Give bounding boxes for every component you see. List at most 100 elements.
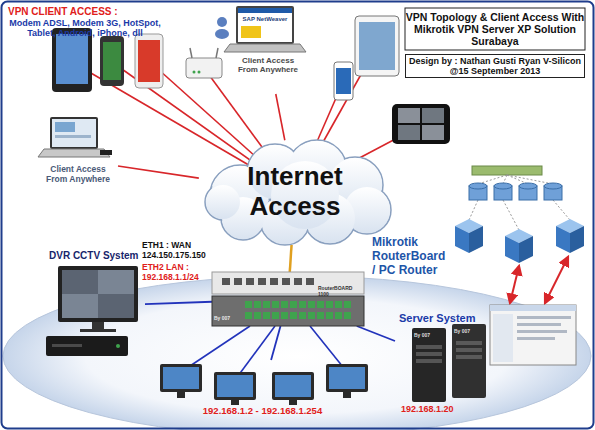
dvr-monitor (98, 270, 134, 294)
network-switch (263, 301, 270, 308)
server-screenshot (490, 305, 576, 311)
cluster-manager (469, 183, 487, 189)
dvr-monitor (80, 329, 116, 332)
node-heading: Mikrotik RouterBoard / PC Router (372, 236, 448, 277)
tablet-device (56, 34, 88, 84)
connector-group (118, 94, 395, 360)
dvr-monitor (98, 294, 134, 318)
client-laptop (55, 122, 75, 132)
iphone-device (336, 68, 351, 94)
server-tower (456, 341, 482, 345)
client-access-node: Client Access From Anywhere (38, 115, 118, 205)
iphone-device (334, 62, 353, 100)
server-tower (412, 324, 486, 402)
lan-cable (271, 326, 280, 360)
client-laptop (55, 135, 91, 138)
server-tower (416, 352, 442, 356)
cluster-manager (519, 183, 537, 189)
dvr-recorder (116, 344, 120, 348)
hotspot-router (193, 71, 196, 74)
client-pc (275, 375, 311, 397)
network-switch (308, 312, 315, 319)
cctv-phone (422, 108, 444, 123)
cluster-manager (556, 226, 570, 253)
cloud-fill (206, 141, 390, 244)
sap-laptop (241, 26, 261, 38)
section-heading: VPN CLIENT ACCESS : (8, 6, 158, 18)
dvr-recorder (52, 344, 82, 347)
client-pc (326, 364, 368, 392)
ip-address: 124.150.175.150 (142, 251, 220, 261)
device-tag: By 007 (414, 333, 444, 339)
client-pc (214, 372, 256, 400)
cluster-manager (469, 175, 570, 230)
client-pc (343, 392, 351, 398)
server-system: Server System192.168.1.20 (395, 308, 507, 418)
router-board (234, 278, 242, 285)
client-types-note: Modem ADSL, Modem 3G, HotSpot, Tablet, A… (4, 18, 166, 39)
interface-label: ETH2 LAN : (142, 263, 220, 273)
dvr-monitor (62, 294, 98, 318)
client-pc (289, 400, 297, 405)
cluster-manager (472, 166, 542, 175)
lan-cable (357, 326, 395, 341)
device-tag: By 007 (214, 316, 244, 322)
node-heading: Server System (399, 312, 489, 325)
ipad-device (355, 16, 399, 76)
cluster-manager (544, 183, 562, 189)
router-board (282, 278, 290, 285)
cluster-manager (519, 236, 533, 263)
server-tower (452, 324, 486, 398)
user-icon (217, 17, 227, 27)
cluster-manager (455, 226, 469, 253)
dvr-recorder (46, 336, 128, 356)
cctv-phone (422, 125, 444, 140)
server-tower (456, 348, 482, 352)
cctv-phone (398, 108, 420, 123)
sap-laptop (238, 8, 292, 13)
sap-laptop (224, 44, 306, 52)
dvr-monitor (92, 322, 104, 330)
wan-uplink (290, 245, 292, 272)
client-laptop (50, 117, 98, 149)
cluster-manager (503, 200, 519, 230)
network-switch (281, 301, 288, 308)
network-switch (317, 301, 324, 308)
diagram-title: VPN Topology & Client Access With Mikrot… (405, 11, 585, 47)
cluster-manager (494, 183, 512, 189)
server-screenshot (517, 330, 567, 333)
router-board (270, 278, 278, 285)
client-pc (160, 364, 202, 392)
server-tower (416, 359, 442, 363)
node-text: RouterBOARD 1100 (318, 286, 364, 298)
server-screenshot (517, 337, 555, 340)
node-heading: Client Access From Anywhere (44, 165, 112, 185)
dvr-cctv-system: DVR CCTV System (45, 250, 145, 362)
server-screenshot (493, 314, 513, 362)
credit-box: Design by : Nathan Gusti Ryan V-Silicon … (405, 54, 585, 78)
cluster-manager (553, 200, 570, 220)
lan-cable (145, 302, 212, 304)
hotspot-router (198, 71, 201, 74)
node-heading: 192.168.1.2 - 192.168.1.254 (150, 406, 375, 417)
android-phone (100, 36, 124, 86)
interface-label: ETH1 : WAN (142, 241, 220, 251)
sap-laptop (224, 6, 306, 52)
ipad-device (359, 22, 395, 70)
client-pc (272, 372, 314, 400)
network-switch (344, 301, 351, 308)
mikrotik-router: Mikrotik RouterBoard / PC RouterRouterBO… (212, 272, 364, 326)
internet-cloud: Internet Access (195, 140, 395, 245)
lan-zone (3, 276, 591, 430)
server-tower (412, 328, 446, 402)
network-switch (290, 312, 297, 319)
screen-text: SAP NetWeaver (238, 16, 292, 23)
router-board (222, 278, 230, 285)
iphone-device (334, 62, 353, 100)
ip-address: 192.168.1.1/24 (142, 273, 220, 283)
client-laptop (100, 150, 112, 155)
red-phone (135, 34, 163, 88)
cluster-manager (469, 226, 483, 253)
network-switch (281, 312, 288, 319)
